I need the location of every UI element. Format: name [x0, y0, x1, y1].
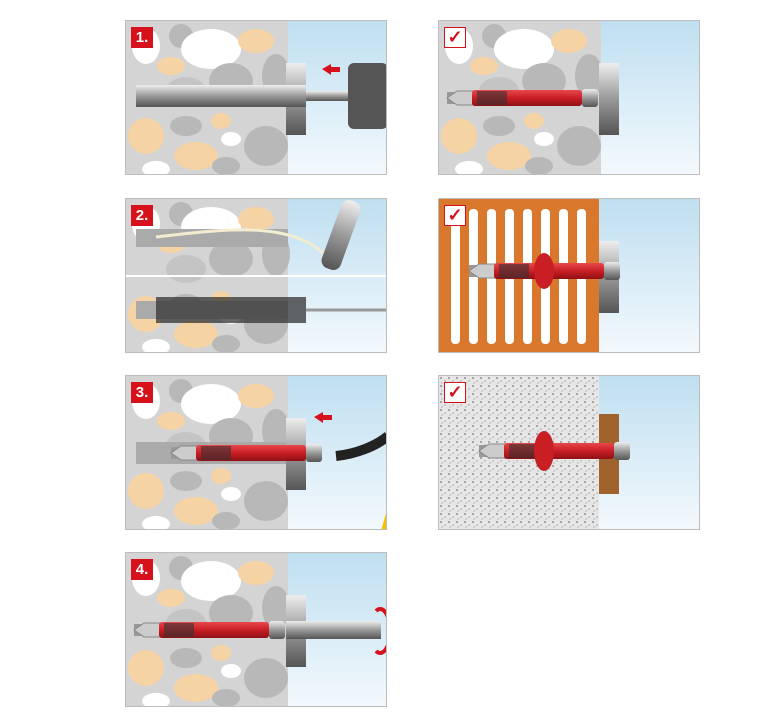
- step-number-badge: 4.: [131, 559, 153, 580]
- step-number-badge: 1.: [131, 27, 153, 48]
- insert-illustration: [126, 376, 386, 529]
- rotate-arrow-icon: [374, 607, 386, 655]
- brick-anchor-illustration: [439, 199, 699, 352]
- checkmark-icon: ✓: [444, 205, 466, 226]
- concrete-anchor-illustration: [439, 21, 699, 174]
- hammer-handle: [335, 432, 386, 461]
- checkmark-icon: ✓: [444, 382, 466, 403]
- step-3-insert-panel: 3.: [125, 375, 387, 530]
- result-concrete-panel: ✓: [438, 20, 700, 175]
- aerated-anchor-illustration: [439, 376, 699, 529]
- step-number-badge: 2.: [131, 205, 153, 226]
- step-1-drill-panel: 1.: [125, 20, 387, 175]
- arrow-left-icon: [322, 64, 340, 75]
- cleaning-brush: [156, 297, 306, 323]
- result-brick-panel: ✓: [438, 198, 700, 353]
- step-2-clean-panel: 2.: [125, 198, 387, 353]
- screwdriver: [286, 621, 381, 639]
- drill-bit: [136, 85, 306, 107]
- blow-pump: [321, 200, 361, 270]
- blow-pump-tube: [155, 228, 333, 262]
- result-aerated-panel: ✓: [438, 375, 700, 530]
- step-number-badge: 3.: [131, 382, 153, 403]
- drill-illustration: [126, 21, 386, 174]
- drill-chuck: [348, 63, 386, 129]
- clean-illustration: [126, 199, 386, 352]
- step-4-screw-panel: 4.: [125, 552, 387, 707]
- arrow-left-icon: [314, 412, 332, 423]
- checkmark-icon: ✓: [444, 27, 466, 48]
- screw-illustration: [126, 553, 386, 706]
